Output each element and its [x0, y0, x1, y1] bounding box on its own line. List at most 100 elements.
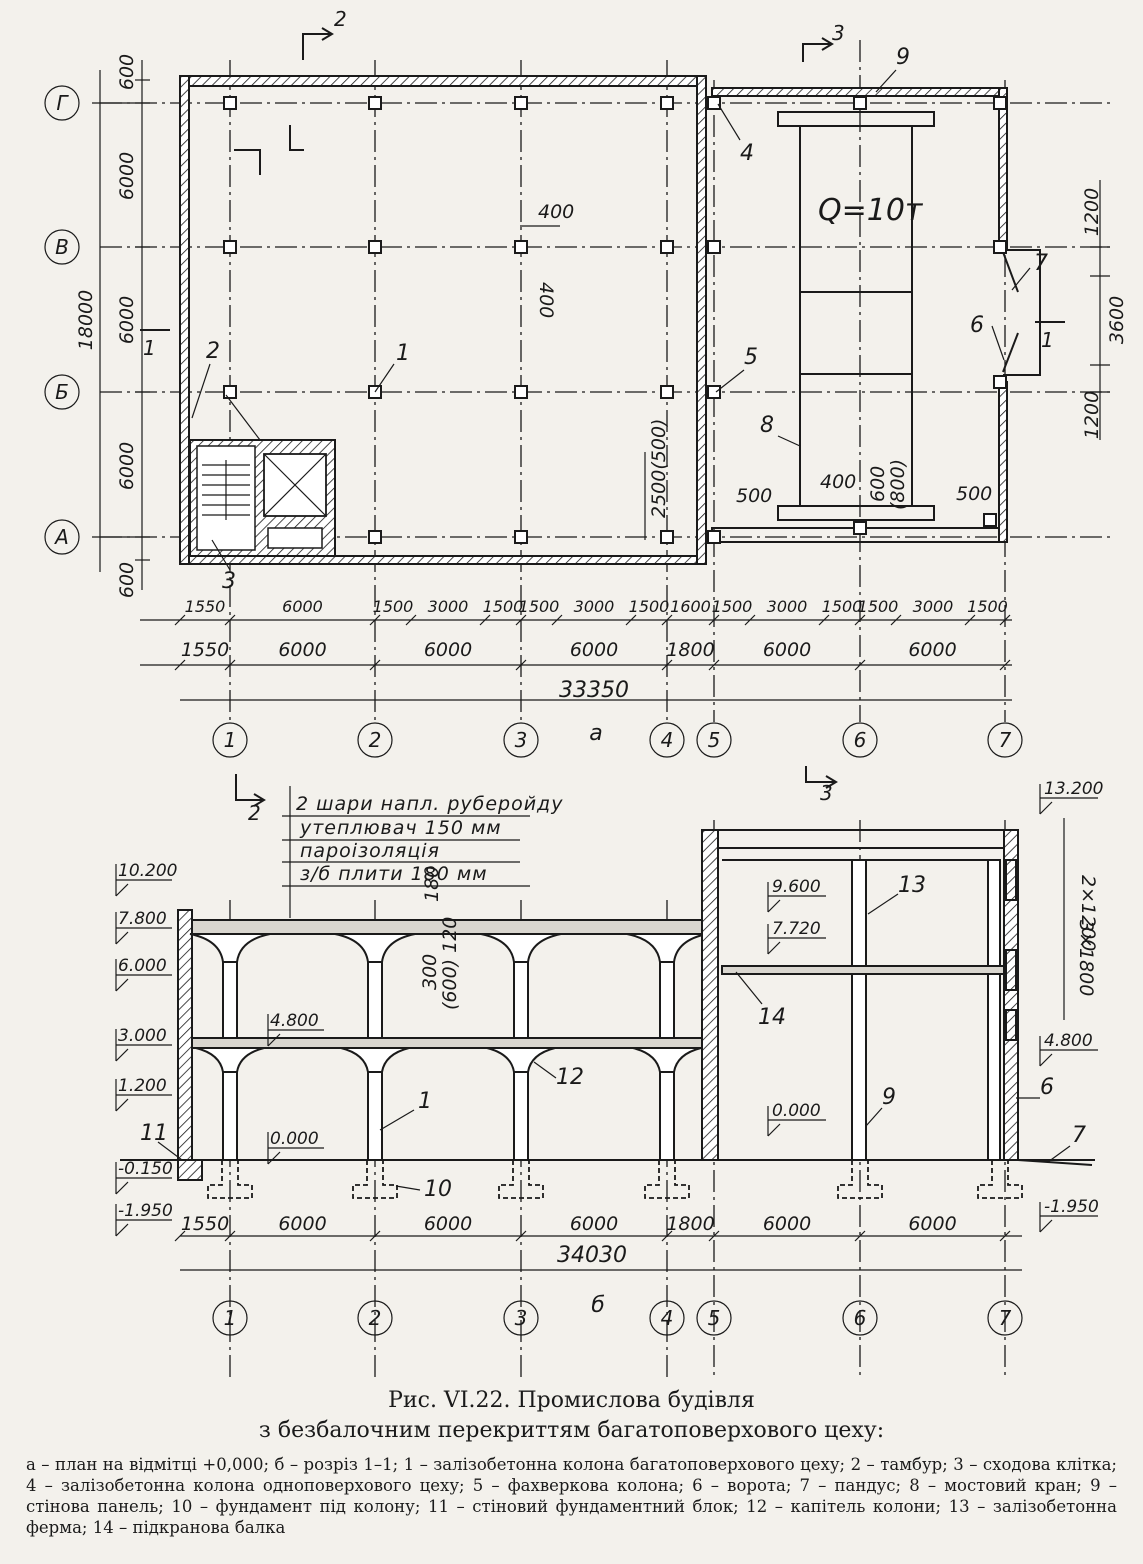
s-callout-14: 14: [758, 1005, 786, 1030]
svg-text:1: 1: [1041, 328, 1054, 352]
svg-text:1: 1: [143, 336, 156, 360]
callout-3: 3: [222, 569, 236, 594]
plan-column: [983, 513, 997, 527]
axis-label-b: Б: [55, 380, 69, 404]
s-callout-10: 10: [424, 1177, 452, 1202]
column-capital: [626, 933, 708, 963]
caption-legend: а – план на відмітці +0,000; б – розріз …: [26, 1455, 1117, 1537]
svg-text:3: 3: [832, 21, 845, 45]
svg-text:3: 3: [820, 781, 833, 805]
dim-row1-label: 1500: [858, 597, 899, 616]
roof-layer-4: з/б плити 180 мм: [300, 863, 488, 885]
s-callout-7: 7: [1072, 1123, 1086, 1148]
dim-500-left: 500: [736, 485, 772, 507]
axis-label-1: 1: [224, 728, 237, 752]
levels-left: 10.2007.8006.0004.8003.0001.2000.000-0.1…: [115, 861, 324, 1237]
axis-label-5: 5: [708, 728, 721, 752]
column-capital: [480, 933, 562, 963]
section-number-axes: 1 2 3 4 5 6 7: [212, 1300, 1023, 1336]
plan-callouts: 1 2 3 4 5 6 7 8 9: [191, 45, 1048, 594]
s-axis-label-7: 7: [999, 1306, 1012, 1330]
crane-capacity-label: Q=10т: [818, 193, 924, 228]
roof-layers-note: 2 шари напл. руберойду утеплювач 150 мм …: [282, 786, 563, 918]
callout-4: 4: [740, 141, 754, 166]
plan-right-dimensions: 1200 3600 1200: [1081, 180, 1128, 440]
dim-3x1800: 3×1800: [1075, 920, 1097, 996]
s-callout-12: 12: [556, 1065, 584, 1090]
dim-2x1200: 2×1200: [1077, 875, 1099, 951]
dim-row1-label: 3000: [913, 597, 954, 616]
axis-label-g: Г: [56, 91, 69, 115]
level-mark-left: -0.150: [118, 1159, 173, 1179]
dim-row1-label: 1500: [483, 597, 524, 616]
plan-letter-axes: Г В Б А: [44, 85, 80, 555]
dim-row1-label: 3000: [428, 597, 469, 616]
callout-1: 1: [396, 341, 410, 366]
dim-2500: 2500(500): [648, 419, 670, 518]
plan-column: [368, 530, 382, 544]
dim-left-6000-2: 6000: [116, 296, 138, 344]
section-dim-label: 6000: [763, 1213, 811, 1235]
axis-label-2: 2: [369, 728, 382, 752]
svg-text:2: 2: [334, 7, 347, 31]
s-callout-11: 11: [140, 1121, 168, 1146]
level-mark-left: 1.200: [118, 1076, 167, 1096]
plan-column: [707, 530, 721, 544]
dim-600-120: (600) 120: [439, 917, 461, 1010]
column-foundation: [644, 1160, 690, 1199]
plan-column: [707, 240, 721, 254]
dim-800: (800): [887, 459, 909, 510]
dim-row1-label: 3000: [574, 597, 615, 616]
caption-subtitle: з безбалочним перекриттям багатоповерхов…: [258, 1418, 885, 1443]
plan-column: [993, 375, 1007, 389]
plan-column: [368, 96, 382, 110]
plan-column: [660, 530, 674, 544]
s-callout-1: 1: [418, 1089, 432, 1114]
plan-number-axes: 1 2 3 4 5 6 7: [212, 722, 1023, 758]
dim-left-6000-1: 6000: [116, 152, 138, 200]
column-capital: [195, 1047, 265, 1073]
dim-row1-label: 1500: [712, 597, 753, 616]
roof-layer-1: 2 шари напл. руберойду: [296, 793, 563, 815]
section-dim-label: 6000: [278, 1213, 326, 1235]
section-dim-label: 1800: [666, 1213, 714, 1235]
level-mark-left: 3.000: [118, 1026, 167, 1046]
dim-row1-label: 1500: [519, 597, 560, 616]
s-axis-label-1: 1: [224, 1306, 237, 1330]
column-capital: [486, 1047, 556, 1073]
s-callout-9: 9: [882, 1085, 896, 1110]
dim-row2-label: 6000: [424, 639, 472, 661]
section-dim-label: 6000: [570, 1213, 618, 1235]
dim-row1-label: 6000: [282, 597, 323, 616]
svg-text:2: 2: [248, 801, 261, 825]
callout-5: 5: [744, 345, 758, 370]
plan-view-label: а: [589, 721, 602, 746]
s-axis-label-5: 5: [708, 1306, 721, 1330]
dim-300: 300: [419, 954, 441, 990]
axis-label-3: 3: [515, 728, 528, 752]
axis-label-7: 7: [999, 728, 1012, 752]
dim-row1-label: 1500: [373, 597, 414, 616]
column-foundation: [207, 1160, 253, 1199]
s-axis-label-6: 6: [854, 1306, 867, 1330]
dim-row2-label: 1550: [181, 639, 229, 661]
dim-overall-height: 18000: [75, 290, 97, 350]
plan-left-dimensions: 600 6000 6000 6000 600 18000: [75, 54, 150, 598]
roof-layer-3: пароізоляція: [300, 840, 440, 862]
column-foundation: [352, 1160, 398, 1199]
plan-view: Г В Б А 1 2 3 4 5 6 7 а: [44, 7, 1128, 758]
plan-column: [514, 385, 528, 399]
dim-left-600-top: 600: [116, 54, 138, 90]
dim-col-400-v: 400: [535, 282, 557, 318]
plan-column: [853, 521, 867, 535]
level-mark-left: 4.800: [270, 1011, 319, 1031]
dim-row1-label: 1500: [967, 597, 1008, 616]
section-mark-1-1-left: 1: [140, 329, 170, 360]
dim-row1-label: 1550: [185, 597, 226, 616]
plan-column: [514, 530, 528, 544]
dim-row1-label: 3000: [767, 597, 808, 616]
axis-label-v: В: [55, 235, 69, 259]
dim-overall-width-section: 34030: [557, 1243, 627, 1268]
column-capital: [189, 933, 271, 963]
